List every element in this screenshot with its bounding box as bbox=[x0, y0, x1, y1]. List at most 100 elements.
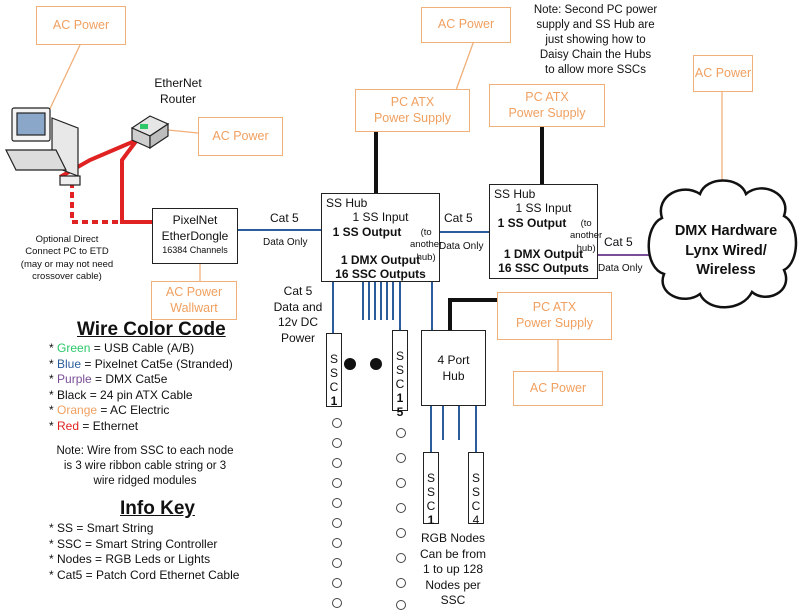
router-icon bbox=[130, 115, 170, 150]
wire-color-list: * Green = USB Cable (A/B)* Blue = Pixeln… bbox=[49, 341, 233, 434]
cat5-note: Data Only bbox=[439, 241, 484, 252]
hub-title: SS Hub bbox=[326, 196, 368, 210]
ss-hub-1: SS Hub 1 SS Input 1 SS Output (to anothe… bbox=[321, 193, 443, 282]
wire-color-item: * Black = 24 pin ATX Cable bbox=[49, 387, 193, 402]
wire-color-item: * Red = Ethernet bbox=[49, 418, 139, 433]
wallwart-box: AC Power Wallwart bbox=[151, 281, 237, 320]
hub-input: 1 SS Input bbox=[352, 210, 409, 224]
rgb-node bbox=[332, 598, 342, 608]
wire-color-desc: = USB Cable (A/B) bbox=[90, 341, 195, 355]
ellipsis-dot bbox=[344, 358, 356, 370]
four-port-hub: 4 Port Hub bbox=[421, 330, 486, 406]
ethernet-cable bbox=[120, 138, 152, 224]
rgb-node bbox=[396, 553, 406, 563]
cat5-note: Data Only bbox=[598, 263, 643, 274]
hub-input: 1 SS Input bbox=[515, 201, 572, 215]
rgb-nodes-note: RGB Nodes Can be from 1 to up 128 Nodes … bbox=[419, 531, 487, 608]
ss-hub-2: SS Hub 1 SS Input 1 SS Output (to anothe… bbox=[489, 184, 602, 279]
ac-power-box: AC Power bbox=[693, 55, 753, 92]
info-key-item: * SSC = Smart String Controller bbox=[49, 536, 218, 551]
etherdongle-title: PixelNet EtherDongle bbox=[161, 213, 229, 243]
hub-output-note: (to another hub) bbox=[410, 227, 443, 263]
ssc-letters: S S C bbox=[329, 352, 339, 394]
rgb-node bbox=[396, 503, 406, 513]
rgb-node bbox=[332, 458, 342, 468]
wire-color-desc: = AC Electric bbox=[97, 403, 170, 417]
info-key-item: * Cat5 = Patch Cord Ethernet Cable bbox=[49, 567, 240, 582]
hub-ssc-outputs: 16 SSC Outputs bbox=[335, 267, 426, 281]
cat5-label: Cat 5 bbox=[604, 235, 633, 249]
rgb-node bbox=[396, 453, 406, 463]
rgb-node bbox=[332, 498, 342, 508]
rgb-node bbox=[332, 518, 342, 528]
wire-color-item: * Purple = DMX Cat5e bbox=[49, 372, 168, 386]
atx-power-supply: PC ATX Power Supply bbox=[489, 84, 605, 127]
rgb-node bbox=[332, 538, 342, 548]
atx-power-supply: PC ATX Power Supply bbox=[497, 292, 612, 340]
etherdongle: PixelNet EtherDongle 16384 Channels bbox=[152, 208, 238, 264]
ac-line bbox=[454, 34, 477, 94]
hub-title: SS Hub bbox=[494, 187, 536, 201]
cat5-note: Data Only bbox=[263, 237, 308, 248]
hub-output-note: (to another hub) bbox=[570, 218, 603, 254]
ssc-letters: S S C 4 bbox=[471, 471, 481, 527]
ac-power-box: AC Power bbox=[198, 117, 283, 156]
wire-color-name: Green bbox=[57, 341, 91, 355]
info-key-title: Info Key bbox=[120, 498, 195, 519]
ac-power-box: AC Power bbox=[513, 371, 603, 406]
wire-color-desc: = Ethernet bbox=[79, 418, 139, 433]
wire-note: Note: Wire from SSC to each node is 3 wi… bbox=[56, 445, 234, 487]
ac-line bbox=[46, 44, 81, 116]
computer-icon bbox=[5, 107, 81, 186]
wire-color-name: Orange bbox=[57, 403, 98, 417]
atx-power-supply: PC ATX Power Supply bbox=[355, 89, 470, 132]
wire-color-desc: = DMX Cat5e bbox=[91, 372, 168, 386]
wire-color-item: * Green = USB Cable (A/B) bbox=[49, 341, 195, 355]
hub-dmx-output: 1 DMX Output bbox=[503, 247, 584, 261]
ssc-letters: S S C bbox=[395, 349, 405, 391]
cat5-data-power-label: Cat 5 Data and 12v DC Power bbox=[273, 284, 323, 345]
info-key-item: * Nodes = RGB Leds or Lights bbox=[49, 552, 211, 566]
ethernet-router-label: EtherNet Router bbox=[154, 76, 202, 106]
ssc-number: 1 5 bbox=[396, 391, 404, 419]
rgb-node bbox=[396, 528, 406, 538]
ssc-letters: S S C bbox=[426, 471, 436, 513]
wire-color-desc: = Pixelnet Cat5e (Stranded) bbox=[81, 356, 233, 371]
info-key-list: * SS = Smart String* SSC = Smart String … bbox=[49, 521, 239, 583]
ssc-number: 1 bbox=[330, 394, 338, 408]
rgb-node bbox=[332, 438, 342, 448]
ac-line bbox=[167, 129, 199, 134]
rgb-node bbox=[332, 418, 342, 428]
dmx-hardware-label: DMX Hardware Lynx Wired/ Wireless bbox=[674, 223, 778, 279]
hub-ssc-outputs: 16 SSC Outputs bbox=[498, 261, 589, 275]
etherdongle-channels: 16384 Channels bbox=[162, 245, 228, 255]
ac-power-box: AC Power bbox=[36, 6, 126, 45]
daisy-chain-note: Note: Second PC power supply and SS Hub … bbox=[533, 4, 658, 76]
wire-color-code-title: Wire Color Code bbox=[77, 319, 226, 340]
wire-color-item: * Blue = Pixelnet Cat5e (Stranded) bbox=[49, 356, 233, 371]
wire-color-name: Red bbox=[57, 418, 80, 433]
wire-color-name: Black bbox=[57, 387, 87, 402]
cat5-label: Cat 5 bbox=[270, 211, 299, 225]
wire-color-name: Blue bbox=[57, 356, 82, 371]
dmx-cloud-shape bbox=[647, 179, 798, 309]
four-port-hub-label: 4 Port Hub bbox=[437, 353, 470, 383]
rgb-node bbox=[396, 600, 406, 610]
optional-connect-note: Optional Direct Connect PC to ETD (may o… bbox=[20, 234, 114, 283]
rgb-node bbox=[396, 578, 406, 588]
rgb-node bbox=[332, 558, 342, 568]
ssc-number: 1 bbox=[427, 513, 435, 527]
info-key-item: * SS = Smart String bbox=[49, 521, 154, 535]
rgb-node bbox=[396, 428, 406, 438]
rgb-node bbox=[396, 478, 406, 488]
ac-power-box: AC Power bbox=[421, 7, 511, 43]
rgb-node bbox=[332, 578, 342, 588]
hub-dmx-output: 1 DMX Output bbox=[340, 253, 421, 267]
hub-output: 1 SS Output bbox=[497, 216, 567, 230]
ellipsis-dot bbox=[370, 358, 382, 370]
atx-cable bbox=[448, 298, 497, 330]
